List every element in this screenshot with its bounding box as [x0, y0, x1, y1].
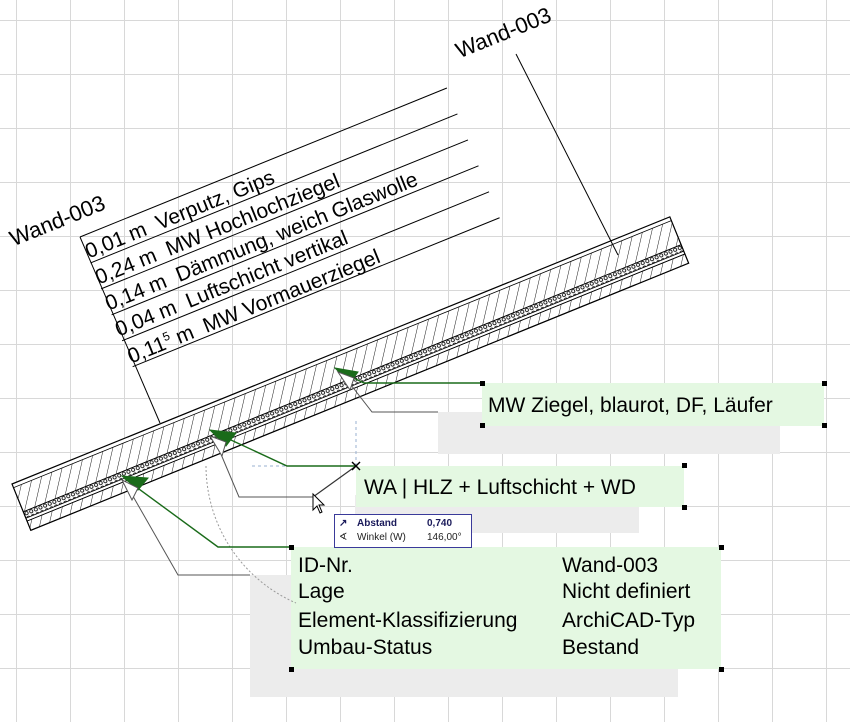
- distance-icon: ↗: [339, 518, 348, 529]
- selection-handle[interactable]: [719, 545, 724, 550]
- tracker-tooltip: ↗ Abstand 0,740 ∢ Winkel (W) 146,00°: [334, 514, 472, 548]
- label-material-text[interactable]: MW Ziegel, blaurot, DF, Läufer: [488, 394, 773, 417]
- angle-arc: [205, 465, 297, 604]
- tracker-angle-value: 146,00°: [427, 532, 462, 543]
- tracker-distance-value: 0,740: [427, 518, 453, 529]
- ghost-arrow-composite: [208, 435, 227, 458]
- leader-info: [123, 477, 291, 548]
- leader-ghost-material: [343, 375, 438, 413]
- cursor-drag-line: [312, 465, 357, 498]
- ghost-arrow-material: [336, 370, 355, 392]
- mouse-pointer-icon: [312, 492, 326, 514]
- tracker-distance-row: ↗ Abstand 0,740: [339, 517, 467, 531]
- tracker-distance-label: Abstand: [357, 518, 397, 529]
- arrowhead-composite: [208, 429, 237, 447]
- selection-handle[interactable]: [682, 463, 687, 468]
- layer-thickness-unit: m: [172, 320, 198, 349]
- selection-handle[interactable]: [682, 505, 687, 510]
- tracker-angle-row: ∢ Winkel (W) 146,00°: [339, 531, 467, 545]
- label-info-box[interactable]: [291, 547, 721, 669]
- info-value-2: Nicht definiert: [562, 580, 691, 603]
- label-material-box[interactable]: [482, 383, 824, 426]
- info-key-4: Umbau-Status: [298, 636, 433, 659]
- ghost-arrow-info: [120, 478, 139, 502]
- selection-handle[interactable]: [480, 381, 485, 386]
- angle-icon: ∢: [339, 532, 348, 543]
- cross-cursor-icon: [351, 461, 361, 471]
- info-key-1: ID-Nr.: [298, 554, 353, 577]
- wall-id-leader: [515, 53, 619, 256]
- selection-handle[interactable]: [480, 423, 485, 428]
- leader-ghost-info: [125, 483, 250, 576]
- selection-handle[interactable]: [289, 545, 294, 550]
- info-key-3: Element-Klassifizierung: [298, 609, 518, 632]
- selection-handle[interactable]: [822, 423, 827, 428]
- layer-table-left-edge: [79, 236, 161, 424]
- layer-table-lines: [79, 87, 500, 368]
- arrowhead-info: [120, 475, 150, 491]
- tracker-angle-label: Winkel (W): [357, 532, 406, 543]
- info-value-4: Bestand: [562, 636, 640, 659]
- label-composite-text[interactable]: WA | HLZ + Luftschicht + WD: [364, 476, 636, 499]
- label-composite-box[interactable]: [356, 466, 684, 507]
- leader-composite: [217, 433, 356, 467]
- info-value-3: ArchiCAD-Typ: [562, 609, 696, 632]
- info-value-1: Wand-003: [562, 554, 659, 577]
- selection-handle[interactable]: [289, 667, 294, 672]
- wall-element: [11, 216, 690, 532]
- info-key-2: Lage: [298, 580, 345, 603]
- selection-handle[interactable]: [719, 667, 724, 672]
- leader-ghost-composite: [214, 439, 313, 498]
- selection-handle[interactable]: [822, 381, 827, 386]
